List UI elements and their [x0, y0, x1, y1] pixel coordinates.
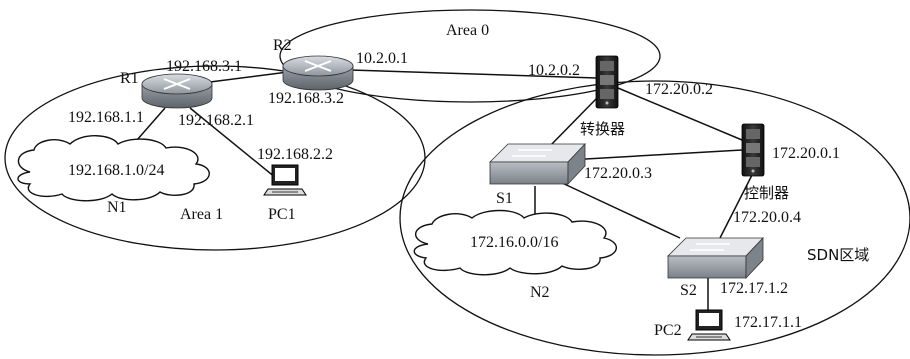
link-controller-s2 — [719, 174, 753, 239]
n2-subnet-label: 172.16.0.0/16 — [470, 234, 558, 251]
r2-ip-right: 10.2.0.1 — [356, 50, 408, 67]
area0-boundary — [279, 9, 661, 103]
r2-name: R2 — [273, 37, 292, 54]
pc2-name: PC2 — [654, 322, 682, 339]
server-icon — [595, 55, 619, 109]
s1-name: S1 — [496, 190, 513, 207]
computer-icon — [263, 164, 307, 196]
area0-label: Area 0 — [446, 22, 489, 39]
link-s1-controller — [567, 149, 743, 161]
cloud-n1 — [17, 135, 210, 202]
n1-name-label: N1 — [107, 199, 127, 216]
pc2-ip: 172.17.1.1 — [734, 314, 802, 331]
s1-ip: 172.20.0.3 — [584, 165, 652, 182]
link-converter-controller — [617, 87, 743, 141]
link-r2-converter — [349, 69, 598, 79]
controller-ip-bottom: 172.20.0.4 — [733, 209, 801, 226]
switch-icon — [489, 142, 586, 186]
switch-icon — [667, 236, 764, 280]
pc1-ip: 192.168.2.2 — [257, 146, 333, 163]
router-icon — [282, 55, 354, 91]
n1-subnet-label: 192.168.1.0/24 — [68, 162, 164, 179]
router-icon — [141, 73, 213, 109]
cloud-n2 — [413, 209, 617, 276]
controller-ip-right: 172.20.0.1 — [772, 145, 840, 162]
link-r1-r2 — [209, 71, 289, 83]
r2-ip-bottom: 192.168.3.2 — [268, 90, 344, 107]
cloud-icon — [17, 135, 210, 202]
computer-icon — [687, 309, 731, 341]
link-s1-s2 — [559, 181, 681, 239]
area1-label: Area 1 — [180, 206, 223, 223]
controller-name: 控制器 — [744, 184, 789, 202]
link-converter-s1 — [547, 97, 598, 149]
link-r1-pc1 — [189, 107, 277, 179]
pc1-name: PC1 — [268, 206, 296, 223]
server-icon — [741, 123, 765, 177]
r1-name: R1 — [120, 70, 139, 87]
converter-ip-left: 10.2.0.2 — [528, 62, 580, 79]
sdn-area-label: SDN区域 — [807, 246, 869, 264]
cloud-icon — [413, 209, 617, 276]
sdn-area-boundary — [399, 80, 910, 356]
links — [129, 69, 753, 312]
converter-name: 转换器 — [580, 120, 625, 138]
n2-name-label: N2 — [530, 284, 550, 301]
s2-name: S2 — [680, 282, 697, 299]
r1-ip-left: 192.168.1.1 — [68, 109, 144, 126]
converter-ip-right: 172.20.0.2 — [645, 81, 713, 98]
s2-ip: 172.17.1.2 — [720, 280, 788, 297]
r1-ip-right: 192.168.2.1 — [178, 112, 254, 129]
r1-ip-top: 192.168.3.1 — [166, 58, 242, 75]
